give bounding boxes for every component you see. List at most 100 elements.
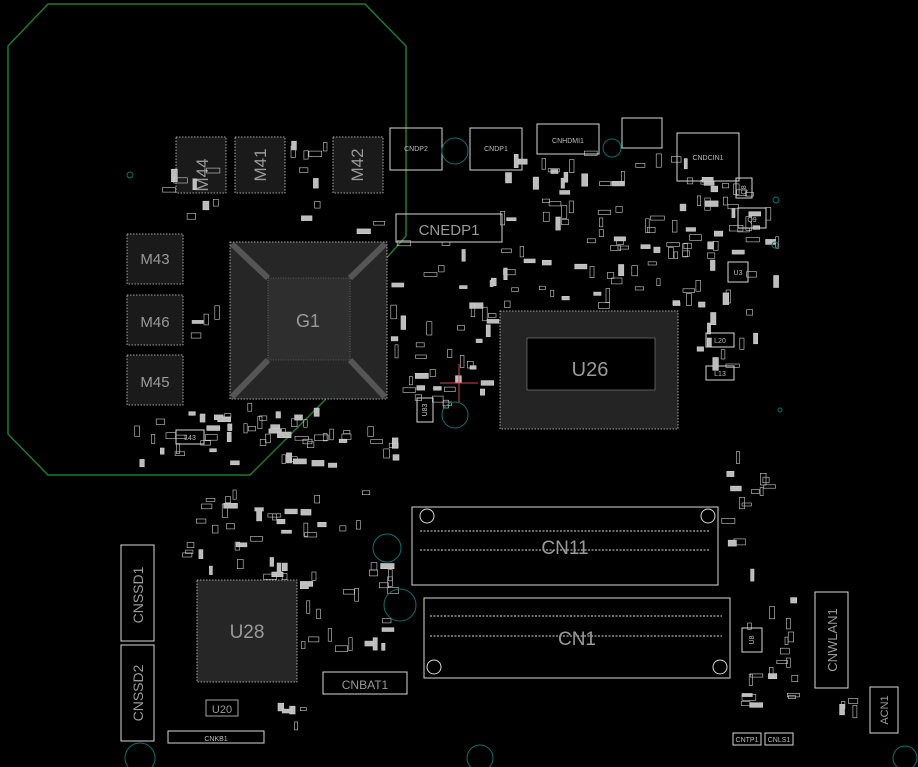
smd-component [459, 285, 468, 289]
smd-component [751, 489, 760, 494]
smd-component [746, 271, 757, 278]
smd-component [267, 513, 282, 518]
smd-component [769, 666, 774, 679]
smd-component [186, 542, 195, 548]
inductor-l13: L13 [705, 365, 735, 381]
smd-component [224, 413, 232, 418]
smd-component [301, 641, 306, 649]
smd-component [139, 459, 145, 468]
label-m46: M46 [140, 314, 169, 331]
smd-component [740, 701, 751, 706]
smd-component [441, 241, 451, 246]
smd-component [381, 627, 395, 632]
label-cnssd2: CNSSD2 [130, 664, 146, 721]
label-cndp1: CNDP1 [484, 146, 508, 153]
smd-component [511, 287, 519, 292]
memory-slot-cn1: CN1 [423, 597, 731, 679]
via [126, 171, 134, 179]
smd-component [455, 375, 462, 383]
smd-component [563, 172, 569, 183]
smd-component [268, 428, 282, 434]
smd-component [275, 411, 281, 419]
smd-component [759, 472, 767, 486]
mounting-hole [892, 745, 918, 767]
label-u20: U20 [212, 704, 232, 716]
smd-component [354, 587, 360, 602]
smd-component [655, 153, 662, 168]
smd-component [387, 576, 393, 587]
smd-component [605, 288, 611, 303]
smd-component [650, 215, 665, 221]
smd-component [599, 181, 612, 186]
smd-component [390, 336, 399, 342]
smd-component [721, 518, 736, 524]
gpu-area-outline [7, 3, 407, 476]
smd-component [598, 229, 605, 237]
smd-component [188, 411, 196, 416]
smd-component [697, 195, 702, 206]
smd-component [741, 693, 753, 697]
smd-component [597, 209, 611, 215]
smd-component [206, 425, 221, 431]
pch-chip-u28: U28 [196, 579, 298, 683]
smd-component [559, 190, 571, 195]
smd-component [201, 503, 213, 510]
smd-component [703, 181, 715, 186]
smd-component [560, 177, 565, 189]
smd-component [505, 172, 512, 184]
smd-component [647, 227, 656, 233]
smd-component [682, 243, 688, 258]
smd-component [773, 275, 779, 288]
smd-component [356, 228, 371, 234]
smd-component [503, 267, 508, 280]
smd-component [586, 238, 596, 244]
smd-component [790, 597, 797, 604]
keyboard-connector-cnkb1: CNKB1 [167, 730, 265, 744]
smd-component [291, 418, 298, 427]
smd-component [685, 227, 696, 232]
hdmi-connector-cnhdmi1: CNHDMI1 [536, 123, 600, 155]
memory-slot-cn11: CN11 [411, 506, 719, 586]
smd-component [294, 721, 299, 731]
smd-component [541, 158, 546, 170]
smd-component [284, 508, 298, 515]
smd-component [704, 197, 711, 211]
smd-component [300, 509, 312, 516]
smd-component [380, 563, 395, 569]
smd-component [696, 346, 704, 352]
smd-component [415, 342, 425, 348]
smd-component [461, 249, 466, 262]
smd-component [752, 225, 761, 230]
smd-component [373, 221, 385, 226]
smd-component [489, 280, 494, 287]
small-components [134, 140, 859, 731]
smd-component [303, 419, 308, 428]
via [772, 196, 780, 204]
battery-connector-cnbat1: CNBAT1 [322, 671, 408, 695]
smd-component [486, 319, 500, 324]
smd-component [392, 454, 400, 461]
smd-component [725, 363, 740, 368]
smd-component [370, 562, 378, 571]
smd-component [185, 549, 194, 554]
smd-component [682, 250, 690, 257]
smd-component [548, 201, 562, 207]
smd-component [165, 432, 176, 439]
smd-component [606, 272, 615, 279]
smd-component [308, 150, 322, 157]
smd-component [739, 496, 745, 510]
smd-component [583, 150, 598, 156]
chip-u3: U3 [727, 261, 749, 283]
smd-component [538, 285, 546, 291]
label-cnedp1: CNEDP1 [419, 222, 480, 239]
cpu-chip-u26: U26 [499, 310, 679, 430]
smd-component [367, 426, 374, 437]
smd-component [749, 673, 764, 678]
smd-component [199, 413, 206, 423]
smd-component [339, 525, 347, 532]
smd-component [444, 386, 456, 393]
antenna-connector-acn1: ACN1 [869, 686, 899, 734]
smd-component [763, 484, 776, 489]
smd-component [683, 158, 688, 170]
smd-component [561, 219, 569, 225]
